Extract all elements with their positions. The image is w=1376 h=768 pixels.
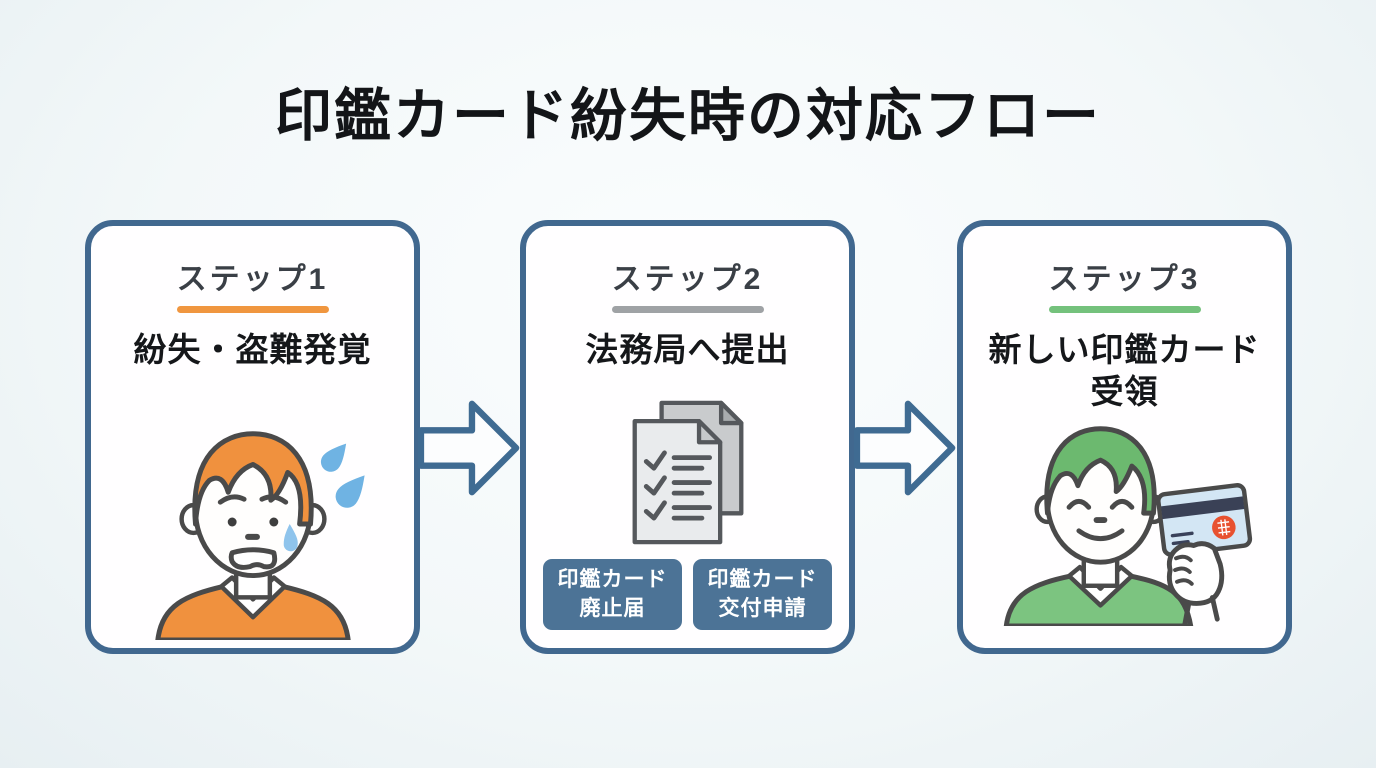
step-card-3: ステップ3 新しい印鑑カード 受領 — [957, 220, 1292, 654]
step-card-1: ステップ1 紛失・盗難発覚 — [85, 220, 420, 654]
step-card-2: ステップ2 法務局へ提出 印鑑カード 廃止届 — [520, 220, 855, 654]
step-1-title: 紛失・盗難発覚 — [91, 329, 414, 371]
happy-person-with-card-icon — [992, 415, 1257, 629]
step-2-label: ステップ2 — [611, 263, 764, 296]
badge-kofu-shinsei: 印鑑カード 交付申請 — [693, 559, 832, 630]
badge-haishi-todoke: 印鑑カード 廃止届 — [543, 559, 682, 630]
step-3-title: 新しい印鑑カード 受領 — [963, 329, 1286, 413]
step-2-accent-underline — [611, 306, 764, 313]
arrow-right-icon — [853, 396, 958, 500]
step-1-label: ステップ1 — [176, 263, 329, 296]
step-2-title-line: 法務局へ提出 — [585, 331, 790, 368]
step-1-title-line: 紛失・盗難発覚 — [133, 331, 372, 368]
step-3-title-line: 受領 — [1090, 373, 1159, 411]
step-3-label: ステップ3 — [1048, 263, 1201, 296]
badge-line: 交付申請 — [718, 596, 807, 620]
documents-checklist-icon — [604, 398, 772, 547]
arrow-right-icon — [417, 396, 522, 500]
step-1-accent-underline — [176, 306, 329, 313]
badge-line: 廃止届 — [579, 596, 646, 620]
step-3-accent-underline — [1048, 306, 1201, 313]
step-2-title: 法務局へ提出 — [526, 329, 849, 371]
document-badges: 印鑑カード 廃止届 印鑑カード 交付申請 — [526, 559, 849, 630]
badge-line: 印鑑カード — [557, 568, 668, 592]
badge-line: 印鑑カード — [707, 568, 818, 592]
page-title: 印鑑カード紛失時の対応フロー — [275, 84, 1101, 148]
step-3-title-line: 新しい印鑑カード — [988, 331, 1261, 368]
worried-person-icon — [134, 407, 372, 643]
